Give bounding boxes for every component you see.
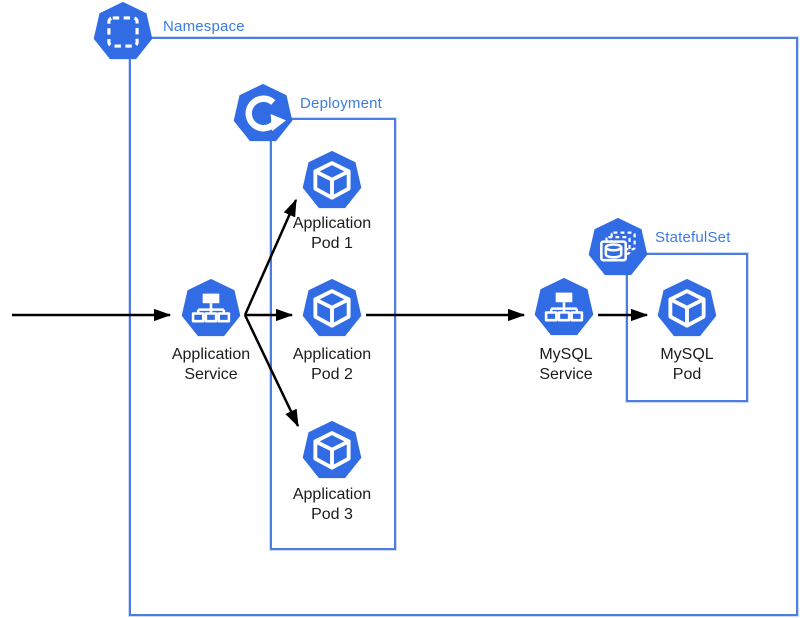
statefulset-label: StatefulSet [655,229,731,246]
app-pod-2-label: Application Pod 2 [272,345,392,385]
pod-cube-icon [302,278,362,337]
namespace-boundary [129,37,798,616]
app-pod-2-label-line2: Pod 2 [311,366,353,383]
namespace-label: Namespace [163,18,245,35]
app-pod-1-label-line1: Application [292,215,372,232]
deployment-rollout-icon [233,83,293,142]
pod-cube-icon [657,278,717,337]
app-service-label: Application Service [151,345,271,385]
mysql-pod-label: MySQL Pod [627,345,747,385]
mysql-service-label-line1: MySQL [539,346,593,363]
statefulset-database-icon [588,217,648,276]
app-service-label-line1: Application [171,346,251,363]
app-service-label-line2: Service [184,366,238,383]
mysql-service-label: MySQL Service [506,345,626,385]
mysql-pod-label-line1: MySQL [660,346,714,363]
app-pod-3-label: Application Pod 3 [272,485,392,525]
statefulset-boundary [626,253,748,402]
namespace-dashed-square-icon [93,1,153,60]
app-pod-1-label-line2: Pod 1 [311,235,353,252]
pod-cube-icon [302,150,362,209]
app-pod-3-label-line2: Pod 3 [311,506,353,523]
app-pod-1-label: Application Pod 1 [272,214,392,254]
service-tree-icon [181,278,241,337]
pod-cube-icon [302,420,362,479]
mysql-pod-label-line2: Pod [672,366,702,383]
app-pod-3-label-line1: Application [292,486,372,503]
deployment-label: Deployment [300,95,383,112]
service-tree-icon [534,277,594,336]
mysql-service-label-line2: Service [539,366,593,383]
app-pod-2-label-line1: Application [292,346,372,363]
